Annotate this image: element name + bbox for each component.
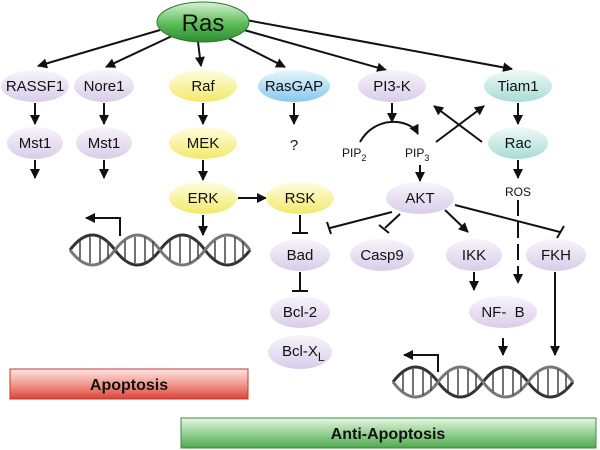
arrow-ras-pi3k: [243, 29, 387, 73]
arrow-ras-nore1: [105, 35, 173, 68]
node-nfkb: NF- B: [469, 296, 537, 328]
arrow-tiam1-pip3: [433, 105, 483, 143]
node-akt: AKT: [386, 182, 454, 214]
node-fkh-label: FKH: [541, 247, 571, 264]
node-bcl2-label: Bcl-2: [283, 304, 317, 321]
node-rassf1-label: RASSF1: [6, 78, 64, 95]
node-mek-label: MEK: [187, 135, 220, 152]
unknown-target-label: ?: [290, 137, 298, 154]
node-bclxl: Bcl-XL: [268, 335, 332, 369]
label-pip2: PIP2: [342, 146, 366, 163]
node-mek: MEK: [169, 127, 237, 159]
node-ras-label: Ras: [182, 10, 225, 37]
inhibit-akt-casp9: [384, 213, 401, 229]
node-mst1-b: Mst1: [76, 127, 132, 159]
node-nore1-label: Nore1: [84, 78, 125, 95]
pip3-label: PIP3: [405, 146, 429, 163]
connectors: [30, 19, 565, 372]
node-ras: Ras: [156, 1, 250, 43]
inhibit-akt-fkh: [454, 204, 561, 233]
node-mst1-a-label: Mst1: [19, 135, 52, 152]
node-ikk: IKK: [446, 239, 502, 271]
arrow-akt-ikk: [444, 209, 469, 233]
arrow-pip3-tiam1: [435, 105, 485, 143]
node-mst1-a: Mst1: [7, 127, 63, 159]
node-raf: Raf: [169, 70, 237, 102]
node-erk: ERK: [169, 182, 237, 214]
node-fkh: FKH: [526, 239, 586, 271]
dna-helix-right: [391, 365, 575, 399]
node-akt-label: AKT: [405, 190, 434, 207]
node-bcl2: Bcl-2: [270, 296, 330, 328]
node-nore1: Nore1: [74, 70, 134, 102]
ros-label: ROS: [505, 185, 531, 199]
node-rasgap: RasGAP: [258, 70, 330, 102]
apoptosis-bar: Apoptosis: [9, 368, 249, 400]
pip2-label: PIP2: [342, 146, 366, 163]
tss-arrow-left: [85, 213, 121, 236]
node-rac: Rac: [488, 127, 548, 159]
node-nfkb-label: NF- B: [481, 304, 524, 321]
node-bad-label: Bad: [287, 247, 314, 264]
apoptosis-label: Apoptosis: [90, 377, 168, 394]
node-tiam1-label: Tiam1: [497, 78, 538, 95]
node-pi3k-label: PI3-K: [373, 78, 411, 95]
node-rasgap-label: RasGAP: [265, 78, 323, 95]
node-erk-label: ERK: [188, 190, 219, 207]
inhibit-akt-bad: [329, 211, 393, 229]
arrow-pip2-pip3: [359, 120, 419, 143]
node-bclxl-label: Bcl-XL: [282, 343, 325, 364]
tss-arrow-right: [403, 350, 439, 372]
label-pip3: PIP3: [405, 146, 429, 163]
node-pi3k: PI3-K: [358, 70, 426, 102]
arrow-ras-tiam1: [245, 19, 513, 73]
node-casp9: Casp9: [350, 239, 414, 271]
arrow-ras-rasgap: [227, 37, 286, 68]
node-rsk-label: RSK: [285, 190, 316, 207]
node-bad: Bad: [270, 239, 330, 271]
anti-apoptosis-bar: Anti-Apoptosis: [180, 417, 597, 449]
node-casp9-label: Casp9: [360, 247, 403, 264]
node-raf-label: Raf: [191, 78, 215, 95]
node-tiam1: Tiam1: [484, 70, 552, 102]
node-mst1-b-label: Mst1: [88, 135, 121, 152]
dna-helix-left: [68, 233, 252, 267]
node-ikk-label: IKK: [462, 247, 486, 264]
node-rac-label: Rac: [505, 135, 532, 152]
node-rassf1: RASSF1: [1, 70, 69, 102]
arrow-ras-raf: [194, 41, 205, 67]
arrow-ras-rassf1: [37, 29, 161, 69]
node-rsk: RSK: [266, 182, 334, 214]
anti-apoptosis-label: Anti-Apoptosis: [331, 426, 446, 443]
